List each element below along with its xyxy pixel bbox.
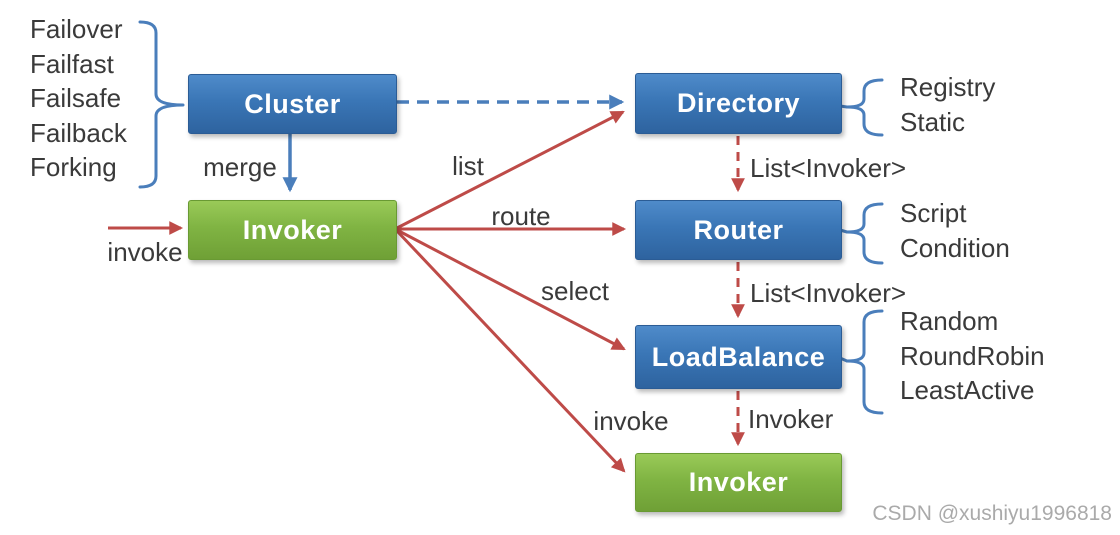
strategy-item: Forking [30,152,117,182]
strategy-item: Failback [30,117,127,148]
invoke-out-arrow [395,229,626,473]
directory-box: Directory [635,73,842,134]
route-label: route [491,201,551,231]
router-type-item: Script [900,198,967,228]
directory-type-item: Static [900,106,966,137]
strategy-item: Failfast [30,48,114,79]
invoker-edge-label: Invoker [748,404,834,434]
select-arrow [396,228,626,351]
list-label: list [452,151,484,181]
router-types-brace [845,202,884,265]
merge-label: merge [203,152,277,182]
loadbalance-type-list: Random RoundRobin LeastActive [900,304,1045,408]
select-label: select [541,276,609,306]
directory-type-list: Registry Static [900,70,995,139]
router-box: Router [635,200,842,260]
list-invoker-label-1: List<Invoker> [750,153,907,183]
list-invoker-label-2: List<Invoker> [750,278,907,308]
loadbalance-types-brace [845,309,884,415]
invoke-in-label: invoke [107,237,183,267]
router-type-item: Condition [900,232,1010,263]
strategy-item: Failover [30,14,123,44]
directory-types-brace [845,78,884,137]
strategy-item: Failsafe [30,83,122,113]
invoker-result-box: Invoker [635,453,842,512]
cluster-strategies-brace [138,20,185,189]
loadbalance-box: LoadBalance [635,325,842,389]
cluster-box: Cluster [188,74,397,134]
router-type-list: Script Condition [900,196,1010,265]
directory-type-item: Registry [900,72,996,102]
cluster-strategy-list: Failover Failfast Failsafe Failback Fork… [30,12,127,185]
csdn-watermark: CSDN @xushiyu1996818 [872,502,1112,525]
loadbalance-type-item: Random [900,306,999,336]
invoke-out-label: invoke [593,406,669,436]
loadbalance-type-item: RoundRobin [900,340,1045,371]
invoker-main-box: Invoker [188,200,397,260]
list-arrow [396,110,625,230]
loadbalance-type-item: LeastActive [900,375,1035,405]
